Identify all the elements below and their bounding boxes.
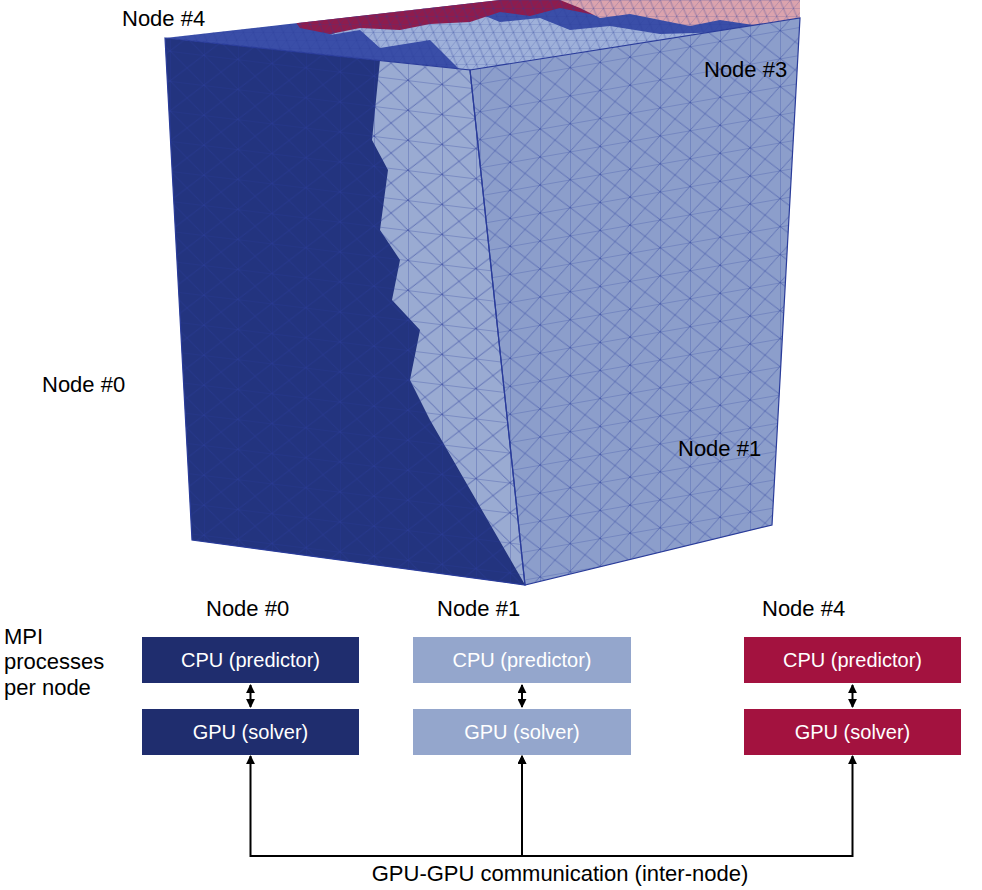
box-text: CPU (predictor) xyxy=(453,649,592,672)
node-label: Node #4 xyxy=(762,596,892,621)
connector-arrow xyxy=(251,756,523,856)
box-text: GPU (solver) xyxy=(795,721,911,744)
node-label: Node #1 xyxy=(678,436,808,461)
box-text: CPU (predictor) xyxy=(181,649,320,672)
box-text: CPU (predictor) xyxy=(783,649,922,672)
connector-arrow xyxy=(250,685,252,707)
bus-label: GPU-GPU communication (inter-node) xyxy=(200,861,920,886)
process-box: GPU (solver) xyxy=(142,709,359,755)
cube-edges xyxy=(165,18,800,585)
connector-arrow xyxy=(852,685,854,707)
mesh-cube xyxy=(0,0,982,600)
right-face xyxy=(460,0,810,600)
connector-arrow xyxy=(521,685,523,707)
box-text: GPU (solver) xyxy=(464,721,580,744)
connector-arrow xyxy=(522,756,853,856)
process-box: CPU (predictor) xyxy=(744,637,961,683)
process-box: GPU (solver) xyxy=(744,709,961,755)
process-box: CPU (predictor) xyxy=(413,637,631,683)
node-label: Node #0 xyxy=(206,596,336,621)
node-label: Node #1 xyxy=(437,596,567,621)
node-label: Node #3 xyxy=(704,57,834,82)
side-note: MPI processes per node xyxy=(4,624,134,700)
process-box: GPU (solver) xyxy=(413,709,631,755)
box-text: GPU (solver) xyxy=(193,721,309,744)
node-label: Node #4 xyxy=(122,6,252,31)
process-box: CPU (predictor) xyxy=(142,637,359,683)
node-label: Node #0 xyxy=(42,372,172,397)
